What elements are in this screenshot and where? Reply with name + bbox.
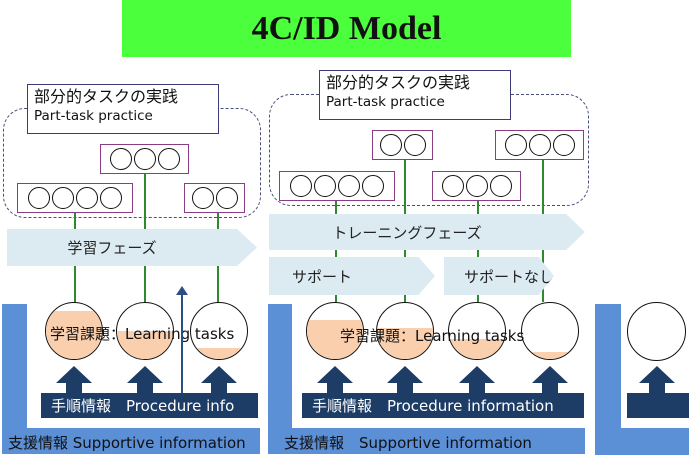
- supportive-info-base: 支援情報 Supportive information: [268, 428, 585, 454]
- part-task-group: [100, 144, 189, 174]
- skill-circle: [52, 187, 74, 209]
- learning-tasks-label: 学習課題：Learning tasks: [340, 327, 525, 345]
- skill-circle: [100, 187, 122, 209]
- skill-circle: [362, 175, 384, 197]
- part-task-group: [432, 171, 521, 201]
- skill-circle: [441, 175, 464, 197]
- procedure-label: 手順情報 Procedure information: [312, 397, 554, 415]
- up-arrow-icon: [532, 366, 568, 383]
- arrow-stem: [327, 382, 343, 394]
- progress-arrow-shaft: [181, 290, 183, 398]
- procedure-info-bar: 手順情報 Procedure info: [41, 393, 258, 418]
- skill-circle: [157, 148, 180, 170]
- connector-line: [335, 198, 337, 302]
- up-arrow-icon: [201, 366, 237, 383]
- up-arrow-icon: [127, 366, 163, 383]
- learning-task-circle: [376, 302, 434, 360]
- skill-circle: [290, 175, 312, 197]
- part-task-en: Part-task practice: [326, 94, 445, 110]
- learning-task-circle: [521, 302, 579, 360]
- learning-task-circle: [190, 302, 248, 360]
- skill-circle: [379, 134, 402, 156]
- learning-task-circle: [45, 302, 103, 360]
- up-arrow-icon: [459, 366, 495, 383]
- task-support-fill: [307, 319, 363, 359]
- skill-circle: [504, 134, 527, 156]
- learning-task-circle: [306, 302, 364, 360]
- part-task-label-left: 部分的タスクの実践 Part-task practice: [27, 84, 219, 134]
- skill-circle: [191, 187, 214, 209]
- skill-circle: [314, 175, 336, 197]
- training-phase-chevron: トレーニングフェーズ: [269, 214, 585, 250]
- part-task-en: Part-task practice: [34, 108, 153, 124]
- support-subphase-chevron: サポート: [269, 257, 435, 295]
- learning-task-circle: [448, 302, 506, 360]
- task-support-fill: [191, 347, 247, 359]
- learning-task-circle: [116, 302, 174, 360]
- skill-circle: [465, 175, 488, 197]
- skill-circle: [403, 134, 426, 156]
- skill-circle: [76, 187, 98, 209]
- title-text: 4C/ID Model: [251, 9, 442, 47]
- task-support-fill: [377, 328, 433, 359]
- skill-circle: [215, 187, 238, 209]
- skill-circle: [28, 187, 50, 209]
- skill-circle: [528, 134, 551, 156]
- subphase-label: サポートなし: [464, 267, 555, 286]
- skill-circle: [489, 175, 512, 197]
- up-arrow-icon: [387, 366, 423, 383]
- supportive-label: 支援情報 Supportive information: [8, 434, 246, 452]
- arrow-stem: [542, 382, 558, 394]
- subphase-label: サポート: [291, 267, 352, 286]
- supportive-info-base: [595, 428, 689, 455]
- supportive-label: 支援情報 Supportive information: [284, 434, 532, 452]
- arrow-stem: [137, 382, 153, 394]
- arrow-stem: [469, 382, 485, 394]
- phase-label: トレーニングフェーズ: [332, 223, 482, 242]
- part-task-group: [495, 130, 584, 160]
- phase-label: 学習フェーズ: [67, 239, 157, 257]
- up-arrow-icon: [639, 366, 675, 383]
- task-support-fill: [449, 339, 505, 359]
- skill-circle: [338, 175, 360, 197]
- task-support-fill: [117, 331, 173, 359]
- arrow-stem: [66, 382, 82, 394]
- task-support-fill: [46, 311, 102, 359]
- arrow-stem: [397, 382, 413, 394]
- part-task-group: [184, 183, 245, 213]
- learning-task-circle: [627, 302, 686, 361]
- up-arrow-icon: [176, 286, 188, 295]
- skill-circle: [552, 134, 575, 156]
- procedure-label: 手順情報 Procedure info: [51, 397, 235, 415]
- skill-circle: [109, 148, 132, 170]
- title-banner: 4C/ID Model: [122, 0, 571, 57]
- procedure-info-bar: 手順情報 Procedure information: [302, 393, 584, 418]
- part-task-group: [279, 171, 395, 201]
- learning-tasks-label: 学習課題：Learning tasks: [50, 325, 235, 343]
- up-arrow-icon: [56, 366, 92, 383]
- no-support-subphase-chevron: サポートなし: [444, 257, 554, 295]
- up-arrow-icon: [317, 366, 353, 383]
- part-task-group: [372, 130, 433, 160]
- connector-line: [477, 198, 479, 302]
- arrow-stem: [649, 382, 665, 394]
- arrow-stem: [211, 382, 227, 394]
- supportive-info-base: 支援情報 Supportive information: [2, 428, 260, 454]
- skill-circle: [133, 148, 156, 170]
- part-task-jp: 部分的タスクの実践: [34, 87, 179, 106]
- part-task-jp: 部分的タスクの実践: [326, 73, 471, 92]
- learning-phase-chevron: 学習フェーズ: [7, 229, 257, 266]
- part-task-label-right: 部分的タスクの実践 Part-task practice: [319, 70, 511, 120]
- procedure-info-bar: [627, 393, 689, 418]
- task-support-fill: [522, 352, 578, 359]
- part-task-group: [17, 183, 133, 213]
